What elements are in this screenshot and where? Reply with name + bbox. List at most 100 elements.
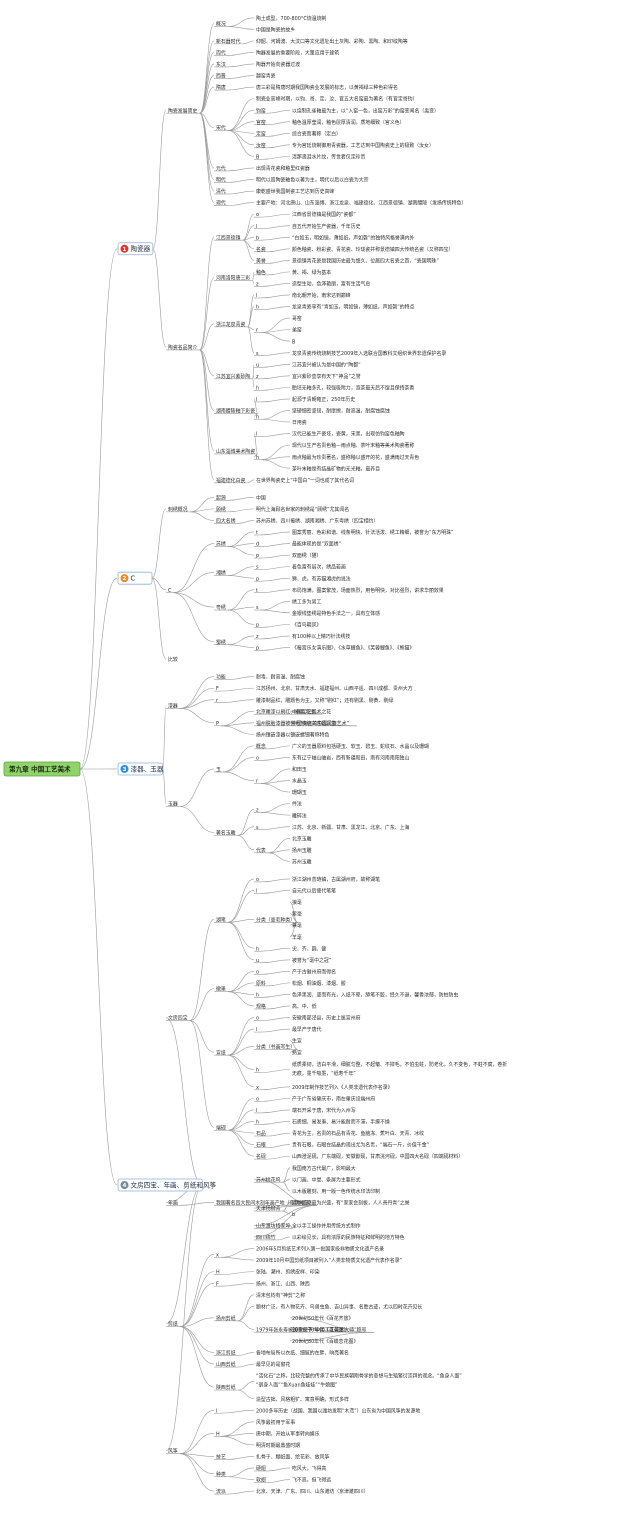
topic-node-b3-0-3[interactable]: 端砚: [214, 1124, 228, 1131]
topic-node-b1-1-2-1[interactable]: s: [254, 605, 261, 611]
leaf-node-b0-1-5-1-0[interactable]: 现代以生产名贵色釉—雨点釉、茶叶末釉等美术陶瓷著称: [292, 442, 414, 449]
topic-node-b0-0-6-4[interactable]: 汝窑: [254, 142, 268, 149]
topic-node-b3-0-3-0[interactable]: o: [254, 1096, 261, 1102]
leaf-node-b1-1-2-2-0[interactable]: 《百鸟朝凤》: [292, 621, 321, 628]
topic-node-b3-1-0[interactable]: 我国著名四大民间木刻年画产地（鼎期排序）: [214, 1199, 317, 1206]
topic-node-b0-1-3-1[interactable]: z: [254, 374, 261, 380]
topic-node-b1-1-2[interactable]: 粤绣: [214, 604, 228, 611]
leaf-node-b0-0-0-1[interactable]: 中国是陶瓷的故乡: [256, 26, 295, 33]
topic-node-b3-1-0-1[interactable]: 天津杨柳青: [254, 1205, 283, 1212]
leaf-node-b0-0-10-0[interactable]: 主要产地：河北唐山、山东淄博、浙江龙泉、福建德化、江西景德镇、湖南醴陵（发扬传统…: [256, 200, 466, 207]
leaf-node-b3-2-3-2-1[interactable]: 20世纪70年代《百菊图》: [292, 1326, 348, 1333]
leaf-node-b3-0-3-2-0[interactable]: 石质细、易发墨、易汁能耐而不滞，手摸不燥: [292, 1119, 390, 1126]
topic-node-b2-1-0-2[interactable]: r: [254, 779, 261, 785]
topic-node-b3-0-0-4[interactable]: u: [254, 958, 261, 964]
leaf-node-b2-1-1-1-0[interactable]: 江苏、北京、新疆、甘肃、黑龙江、北京、广东、上海: [292, 824, 409, 831]
leaf-node-b0-0-6-2-0[interactable]: 釉色温厚莹润，釉色层厚清润，质地细致（官义色）: [292, 119, 405, 126]
topic-node-b1-1-0[interactable]: 苏绣: [214, 541, 228, 548]
leaf-node-b0-1-2-3-0[interactable]: 龙泉青瓷传统烧制技艺2009年入选联合国教科文组织世界非遗保护名录: [292, 350, 446, 357]
leaf-node-b0-0-3-0[interactable]: 陶器开始向瓷器过渡: [256, 61, 300, 68]
topic-node-b2-1-0-0[interactable]: 概念: [254, 743, 268, 750]
topic-node-b2-1-1-0[interactable]: z: [254, 807, 261, 813]
topic-node-b3-0[interactable]: 文房四宝: [166, 1015, 190, 1022]
topic-node-b0-0-4[interactable]: 西晋: [214, 74, 228, 80]
topic-node-b3-2-3[interactable]: 扬州剪纸: [214, 1315, 238, 1322]
leaf-node-b1-0-0-0[interactable]: 中国: [256, 494, 266, 501]
topic-node-b3-3-3[interactable]: 种类: [214, 1471, 228, 1478]
topic-node-b0-0-6-1[interactable]: 钧窑: [254, 107, 268, 114]
leaf-node-b0-1-1-0-0[interactable]: 黄、褐、绿为基本: [292, 269, 331, 276]
topic-node-b0-1-1-0[interactable]: 釉色: [254, 269, 268, 276]
leaf-node-b0-1-6-0[interactable]: 在世界陶瓷史上“中国白”一词也成了其代名词: [256, 477, 354, 484]
leaf-node-b3-0-0-4-0[interactable]: 被誉为“毫中之冠”: [292, 957, 332, 964]
topic-node-b0-0-6[interactable]: 宋代: [214, 125, 228, 132]
leaf-node-b0-1-4-1-0[interactable]: 坚硬细密坚韧，耐摩擦，耐高温，耐腐蚀腐蚀: [292, 408, 390, 415]
leaf-node-b0-0-6-3-0[interactable]: 综合瓷而著称（定白）: [292, 130, 341, 137]
topic-node-b0-1-5[interactable]: 山东淄博美术陶瓷: [214, 448, 258, 455]
leaf-node-b0-1-4-1-1[interactable]: 日用瓷: [292, 419, 307, 426]
topic-node-b3-0-2-1[interactable]: l: [254, 1027, 261, 1033]
topic-node-b3-0-3-3[interactable]: 石品: [254, 1131, 268, 1137]
topic-node-b3-0-3-2[interactable]: h: [254, 1120, 261, 1126]
leaf-node-b0-1-2-0-0[interactable]: 南北朝开始，南宋达到巅峰: [292, 292, 351, 299]
topic-node-b0-0[interactable]: 陶瓷发展简史: [166, 107, 200, 114]
leaf-node-b0-1-5-1-1[interactable]: 雨点釉最为珍贵著名，盛称釉以盛开的花，盛满雨过天青色: [292, 454, 419, 461]
leaf-node-b3-2-1-0[interactable]: 张陆、潮州、剪绣皮样、印染: [256, 1269, 320, 1276]
leaf-node-b3-0-3-4-0[interactable]: 贵有石眼，石眼在结晶的观出尤为名贵，“端石一斤，价值千金”: [292, 1142, 430, 1149]
topic-node-b0-1-1-1[interactable]: z: [254, 282, 261, 288]
topic-node-b3-0-2-2[interactable]: 分类（书画写生）: [254, 1043, 298, 1050]
topic-node-b3-0-2-0[interactable]: o: [254, 1016, 261, 1022]
topic-node-b0-1-4[interactable]: 湖南醴陵釉下彩瓷: [214, 408, 258, 415]
topic-node-b0-1-0-3[interactable]: 名瓷: [254, 246, 268, 253]
topic-node-b3-0-3-4[interactable]: 石眼: [254, 1143, 268, 1149]
topic-node-b3-0-0-3[interactable]: h: [254, 946, 261, 952]
leaf-node-b1-1-2-0-0[interactable]: 布局饱满，图案繁茂，场面热烈，用色明快，对比强烈，讲求华丽效果: [292, 587, 444, 594]
topic-node-b0-1-2[interactable]: 浙江龙泉青瓷: [214, 321, 248, 328]
topic-node-b0-1-2-1[interactable]: h: [254, 305, 261, 311]
leaf-node-b3-0-0-2-0[interactable]: 狼毫: [292, 899, 302, 906]
topic-node-b1-1-0-1[interactable]: d: [254, 542, 261, 548]
topic-node-b2-0-3[interactable]: P: [214, 721, 221, 727]
leaf-node-b3-2-0-0[interactable]: 2006年5月剪纸艺术列入第一批国家级非物质文化遗产名录: [256, 1246, 384, 1253]
leaf-node-b1-1-0-0-0[interactable]: 图案秀丽、色彩和谐、线条明快、针法活泼、绣工精细，被誉为“东方明珠”: [292, 529, 454, 536]
topic-node-b3-2-5[interactable]: 山西剪纸: [214, 1361, 238, 1368]
leaf-node-b3-0-3-3-0[interactable]: 青花为主，名贵的石品有青花、鱼脑冻、蕉叶白、天青、冰纹: [292, 1130, 424, 1137]
leaf-node-b0-0-6-0[interactable]: 制瓷业高峰时期，以钧、哥、定、汝、官五大名窑最为著名（有官定哥钧）: [256, 96, 417, 103]
leaf-node-b3-2-3-2-0[interactable]: 20世纪50年代《百花齐放》: [292, 1315, 353, 1322]
topic-node-b0-1-0-2[interactable]: b: [254, 235, 261, 241]
leaf-node-b2-1-1-0-1[interactable]: 雕碎法: [292, 812, 307, 819]
topic-node-b2-1-0[interactable]: 玉: [214, 767, 223, 773]
leaf-node-b3-2-4-0[interactable]: 各地布局所以衣纸、细腻的在胖、响亮著名: [256, 1350, 349, 1357]
topic-node-b1-1-0-0[interactable]: t: [254, 530, 261, 536]
topic-node-b1-1[interactable]: C: [166, 588, 173, 594]
topic-node-b3-3-1[interactable]: H: [214, 1431, 221, 1437]
topic-node-b0-1-0-0[interactable]: o: [254, 212, 261, 218]
leaf-node-b3-3-1-1[interactable]: 唐中期，开始从军事转向娱乐: [256, 1430, 320, 1437]
leaf-node-b3-0-1-0-0[interactable]: 产于古徽州府而得名: [292, 968, 336, 975]
topic-node-b1-0[interactable]: 刺绣概况: [166, 506, 190, 513]
leaf-node-b3-2-0-1[interactable]: 2009年10月中国剪纸项目被列入“人类非物质文化遗产代表作名录”: [256, 1257, 402, 1264]
topic-node-b3-3-4[interactable]: 流派: [214, 1488, 228, 1495]
leaf-node-b0-1-5-1-2[interactable]: 茶叶末釉是有结晶矿物的无光釉，最养目: [292, 465, 380, 472]
leaf-node-b3-0-0-2-3[interactable]: 羊毫: [292, 934, 302, 941]
leaf-node-b2-1-0-1-0[interactable]: 东有辽宁岫山岫岩，西有新疆和田，南有河南南阳独山: [292, 755, 409, 762]
topic-node-b3-1-0-3[interactable]: 四川绵竹: [254, 1234, 278, 1241]
leaf-node-b3-0-2-3-0[interactable]: 纸质柔韧，洁白平滑，细腻匀整，不起皱、不掉毛，不怕虫蛀，防老化，久不变色，不蛀不…: [292, 1061, 507, 1077]
topic-node-b0-0-0[interactable]: 概况: [214, 21, 228, 28]
leaf-node-b1-1-1-0-0[interactable]: 着色富有层次，绣品若画: [292, 564, 346, 571]
leaf-node-b0-1-5-0-0[interactable]: 汉代已能生产瓷坯，瓷黄，宋黑，出现仿钧窑色釉陶: [292, 431, 405, 438]
leaf-node-b2-1-1-2-0[interactable]: 北京玉雕: [292, 835, 312, 842]
topic-node-b1-1-1-1[interactable]: p: [254, 576, 261, 582]
topic-node-b3-2-0[interactable]: x: [214, 1252, 221, 1258]
leaf-node-b2-0-1-0[interactable]: 江苏扬州、北京、甘肃天水、福建福州、山西平遥、四川成都、贵州大方: [256, 685, 413, 692]
leaf-node-b3-3-2-0[interactable]: 扎骨子、糊纸面、绘花彩、放风筝: [256, 1454, 329, 1461]
leaf-node-b3-0-2-0-0[interactable]: 安徽南部泾县，历史上属宣州府: [292, 1015, 361, 1022]
topic-node-b0-0-8[interactable]: 明代: [214, 177, 228, 184]
leaf-node-b1-1-3-0-0[interactable]: 有100种以上精巧针法绣技: [292, 633, 350, 640]
topic-node-b3-0-0[interactable]: 湖笔: [214, 916, 228, 923]
topic-node-b0-0-6-5[interactable]: B: [254, 154, 261, 160]
leaf-node-b0-0-6-5-0[interactable]: 清那滴泪水片纹，传世者仅定珍贵: [292, 153, 365, 160]
topic-node-b0-0-2[interactable]: 周代: [214, 50, 228, 57]
